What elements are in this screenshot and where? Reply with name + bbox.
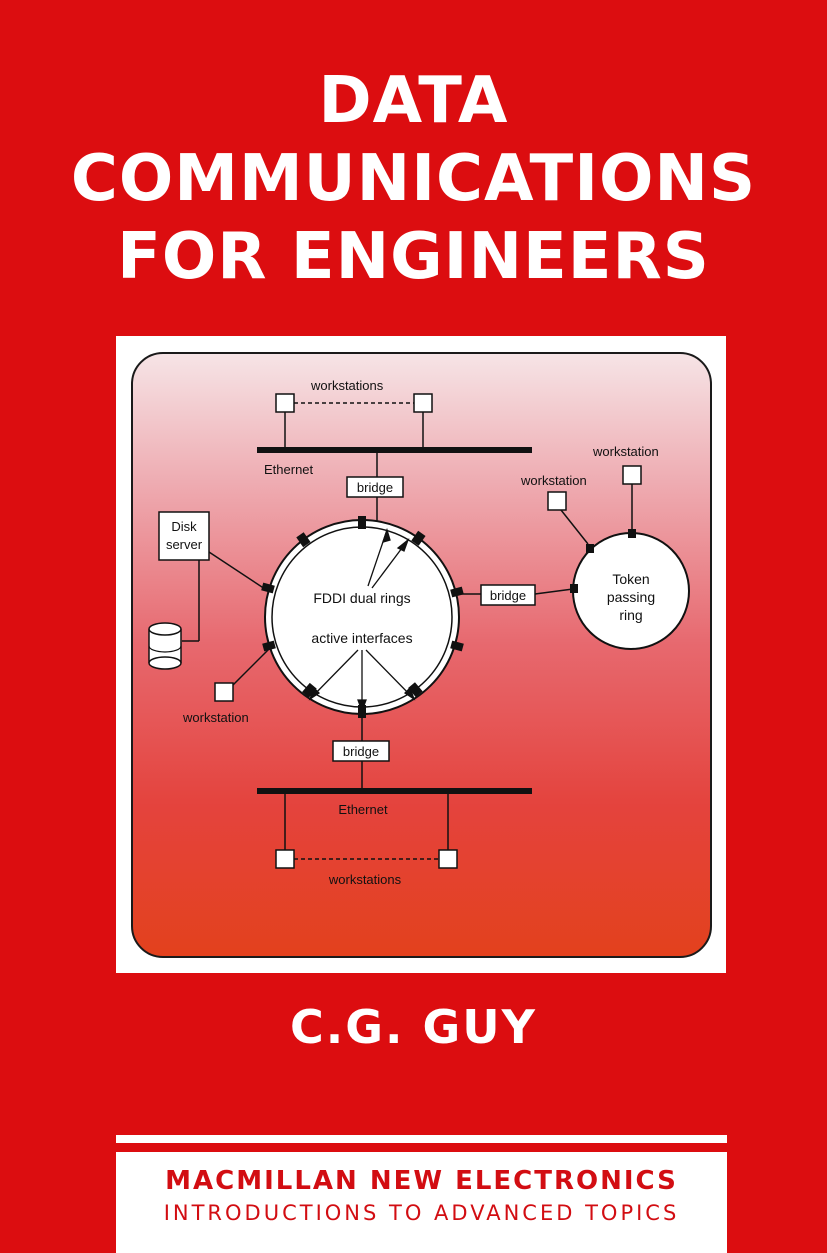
bottom-bridge-label: bridge <box>343 744 379 759</box>
right-workstation-top-label: workstation <box>592 444 659 459</box>
bottom-bridge <box>332 740 390 762</box>
series-name: MACMILLAN NEW ELECTRONICS <box>165 1166 678 1196</box>
active-interfaces-label: active interfaces <box>311 630 412 646</box>
ring-interfaces <box>261 516 464 718</box>
right-bridge-label: bridge <box>490 588 526 603</box>
left-workstation <box>214 682 234 702</box>
disk-server-line-1: Disk <box>171 519 197 534</box>
illustration-panel: workstations Ethernet bridge FDDI dual r… <box>116 336 726 973</box>
network-diagram-frame: workstations Ethernet bridge FDDI dual r… <box>131 352 712 958</box>
right-bridge <box>480 584 536 606</box>
title-line-1: DATA <box>318 64 509 138</box>
token-ring-line-1: Token <box>612 571 649 587</box>
right-workstation-left <box>547 491 567 511</box>
bottom-workstation-right <box>438 849 458 869</box>
top-bridge <box>346 476 404 498</box>
disk-server-line-2: server <box>166 537 203 552</box>
network-diagram: workstations Ethernet bridge FDDI dual r… <box>148 378 690 887</box>
fddi-label: FDDI dual rings <box>313 590 410 606</box>
title-line-2: COMMUNICATIONS <box>70 142 757 216</box>
bottom-ethernet-bus <box>257 788 532 794</box>
top-workstations-label: workstations <box>310 378 384 393</box>
bottom-workstation-left <box>275 849 295 869</box>
bottom-ethernet-label: Ethernet <box>338 802 388 817</box>
top-ethernet-bus <box>257 447 532 453</box>
token-ring-line-3: ring <box>619 607 642 623</box>
right-workstation-left-label: workstation <box>520 473 587 488</box>
right-workstation-top <box>622 465 642 485</box>
series-divider <box>116 1135 727 1143</box>
bottom-workstations-label: workstations <box>328 872 402 887</box>
top-workstation-right <box>413 393 433 413</box>
disk-server <box>158 511 210 561</box>
title-line-3: FOR ENGINEERS <box>117 220 710 294</box>
disk-storage-icon <box>148 622 182 670</box>
left-workstation-label: workstation <box>182 710 249 725</box>
top-bridge-label: bridge <box>357 480 393 495</box>
top-workstation-left <box>275 393 295 413</box>
token-ring-line-2: passing <box>607 589 655 605</box>
top-ethernet-label: Ethernet <box>264 462 314 477</box>
series-subtitle: INTRODUCTIONS TO ADVANCED TOPICS <box>163 1201 680 1225</box>
series-banner: MACMILLAN NEW ELECTRONICS INTRODUCTIONS … <box>116 1152 727 1253</box>
author-name: C.G. GUY <box>290 1000 537 1054</box>
